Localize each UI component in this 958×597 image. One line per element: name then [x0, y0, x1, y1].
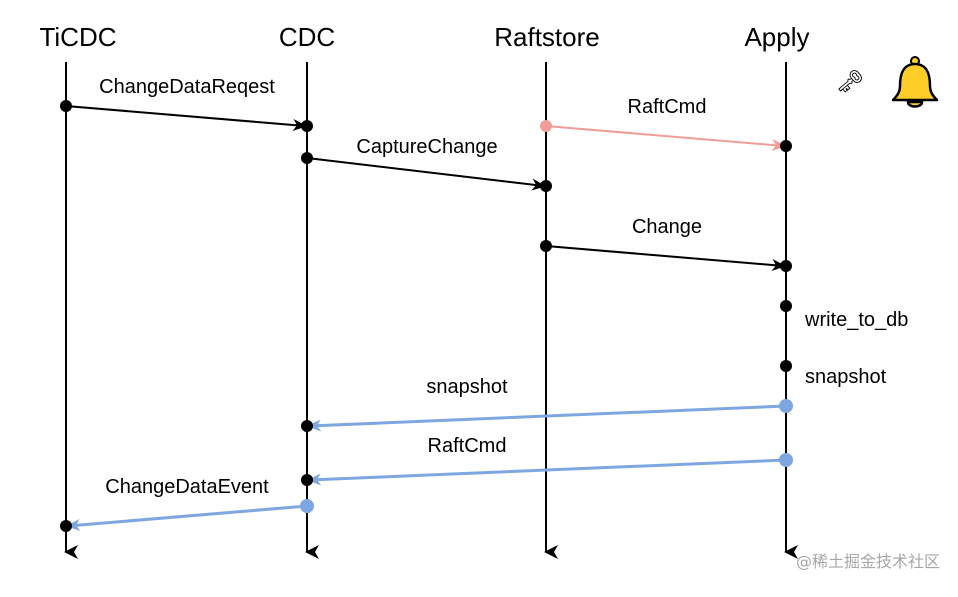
message-arrow-raftcmd-pink — [545, 125, 786, 151]
message-end-dot — [780, 260, 792, 272]
message-label-capturechange: CaptureChange — [356, 136, 497, 158]
message-arrow-change — [545, 245, 786, 271]
message-start-dot — [779, 453, 793, 467]
participant-apply: Apply — [744, 22, 809, 52]
message-label-snapshot: snapshot — [426, 376, 508, 398]
message-start-dot — [60, 100, 72, 112]
message-end-dot — [301, 120, 313, 132]
note-dot-snapshot — [780, 360, 792, 372]
participant-raftstore: Raftstore — [494, 22, 600, 52]
participant-ticdc: TiCDC — [39, 22, 116, 52]
message-end-dot — [780, 140, 792, 152]
message-start-dot — [540, 240, 552, 252]
message-arrow-changedataevent — [66, 504, 308, 531]
message-start-dot — [779, 399, 793, 413]
message-label-raftcmd-blue: RaftCmd — [428, 435, 507, 457]
message-end-dot — [301, 474, 313, 486]
message-arrow-capturechange — [306, 157, 546, 191]
message-end-dot — [301, 420, 313, 432]
message-start-dot — [540, 120, 552, 132]
watermark: @稀土掘金技术社区 — [795, 552, 940, 571]
message-label-changedataevent: ChangeDataEvent — [105, 476, 269, 498]
message-label-changedatareqest: ChangeDataReqest — [99, 76, 275, 98]
message-arrow-raftcmd-blue — [307, 458, 787, 486]
message-label-raftcmd: RaftCmd — [628, 96, 707, 118]
message-start-dot — [300, 499, 314, 513]
participant-cdc: CDC — [279, 22, 335, 52]
note-snapshot: snapshot — [805, 366, 887, 388]
message-arrow-snapshot — [307, 404, 787, 432]
message-label-change: Change — [632, 216, 702, 238]
message-arrow-changedatareqest — [65, 105, 307, 131]
message-end-dot — [60, 520, 72, 532]
key-icon: 🗝 — [836, 70, 864, 95]
note-write-to-db: write_to_db — [804, 309, 908, 331]
note-dot-write-to-db — [780, 300, 792, 312]
bell-icon — [891, 56, 939, 108]
message-start-dot — [301, 152, 313, 164]
message-end-dot — [540, 180, 552, 192]
